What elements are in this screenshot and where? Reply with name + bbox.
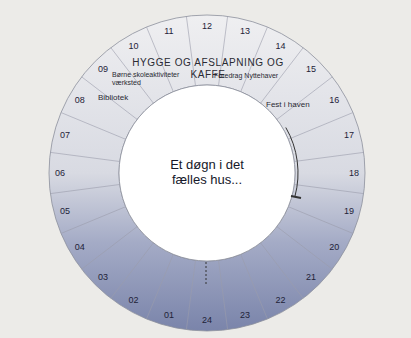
hour-number: 13 [240,26,250,36]
hour-divider [218,260,227,329]
hour-divider [147,254,174,319]
center-title: Et døgn i det fælles hus... [152,158,262,188]
ring-band [49,15,365,331]
handwritten-note: Fest i haven [266,100,318,109]
handwritten-note: Foredrag Nyttehaver [214,72,296,80]
handwritten-note: Bibliotek [98,93,138,102]
hour-divider [186,260,195,329]
handwritten-note: Børne skoleaktiviteter værksted [112,71,204,87]
hand-tick [291,196,301,198]
hour-divider [50,152,119,161]
hour-divider [288,113,353,140]
hour-dividers [50,16,363,329]
hour-number: 09 [98,64,108,74]
hour-number: 06 [55,168,65,178]
hour-number: 14 [275,41,285,51]
hour-number: 08 [75,94,85,104]
hour-divider [50,184,119,193]
hour-number: 19 [344,206,354,216]
hour-number: 05 [60,206,70,216]
hour-number: 02 [128,295,138,305]
hour-divider [277,227,333,270]
hour-number: 23 [240,310,250,320]
hour-divider [241,254,268,319]
hour-number: 15 [306,64,316,74]
hour-divider [288,207,353,234]
hour-number: 07 [60,130,70,140]
hour-number: 16 [329,94,339,104]
hour-number: 10 [128,41,138,51]
hand-arc [286,128,298,197]
hour-number: 04 [75,241,85,251]
hour-number: 22 [275,295,285,305]
inner-circle [119,85,295,261]
hour-number: 24 [202,315,212,325]
hour-number: 01 [164,310,174,320]
hour-divider [261,243,304,299]
hour-divider [277,77,333,120]
hour-divider [294,184,363,193]
hour-number: 03 [98,272,108,282]
hand-mark [206,262,207,284]
hour-divider [294,152,363,161]
hour-number: 20 [329,241,339,251]
hour-number: 12 [202,21,212,31]
hour-number: 17 [344,130,354,140]
hour-divider [82,227,138,270]
hour-number: 11 [164,26,173,36]
hour-divider [61,207,126,234]
hour-number: 18 [349,168,359,178]
hour-divider [61,113,126,140]
hour-number: 21 [306,272,316,282]
hour-divider [111,243,154,299]
